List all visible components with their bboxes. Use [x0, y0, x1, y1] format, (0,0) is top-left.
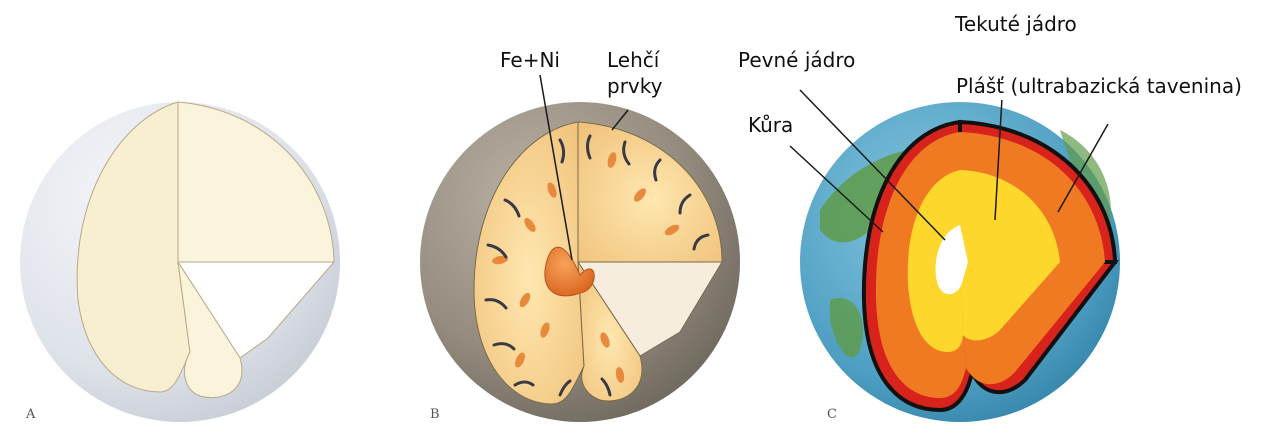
label-mantle: Plášť (ultrabazická tavenina) — [953, 73, 1245, 100]
label-crust: Kůra — [745, 112, 796, 139]
label-lighter-elements: Lehčí prvky — [604, 47, 665, 99]
panel-a-globe — [20, 102, 340, 422]
panel-letter-c: C — [827, 407, 837, 422]
label-liquid-core: Tekuté jádro — [952, 11, 1080, 38]
panel-b-globe — [420, 102, 740, 422]
label-fe-ni: Fe+Ni — [497, 47, 563, 74]
panel-letter-b: B — [430, 407, 440, 422]
panel-c-globe — [800, 102, 1120, 422]
label-solid-core: Pevné jádro — [735, 47, 858, 74]
label-lighter-elements-line1: Lehčí — [607, 48, 659, 72]
panel-letter-a: A — [26, 407, 35, 422]
label-lighter-elements-line2: prvky — [607, 74, 662, 98]
